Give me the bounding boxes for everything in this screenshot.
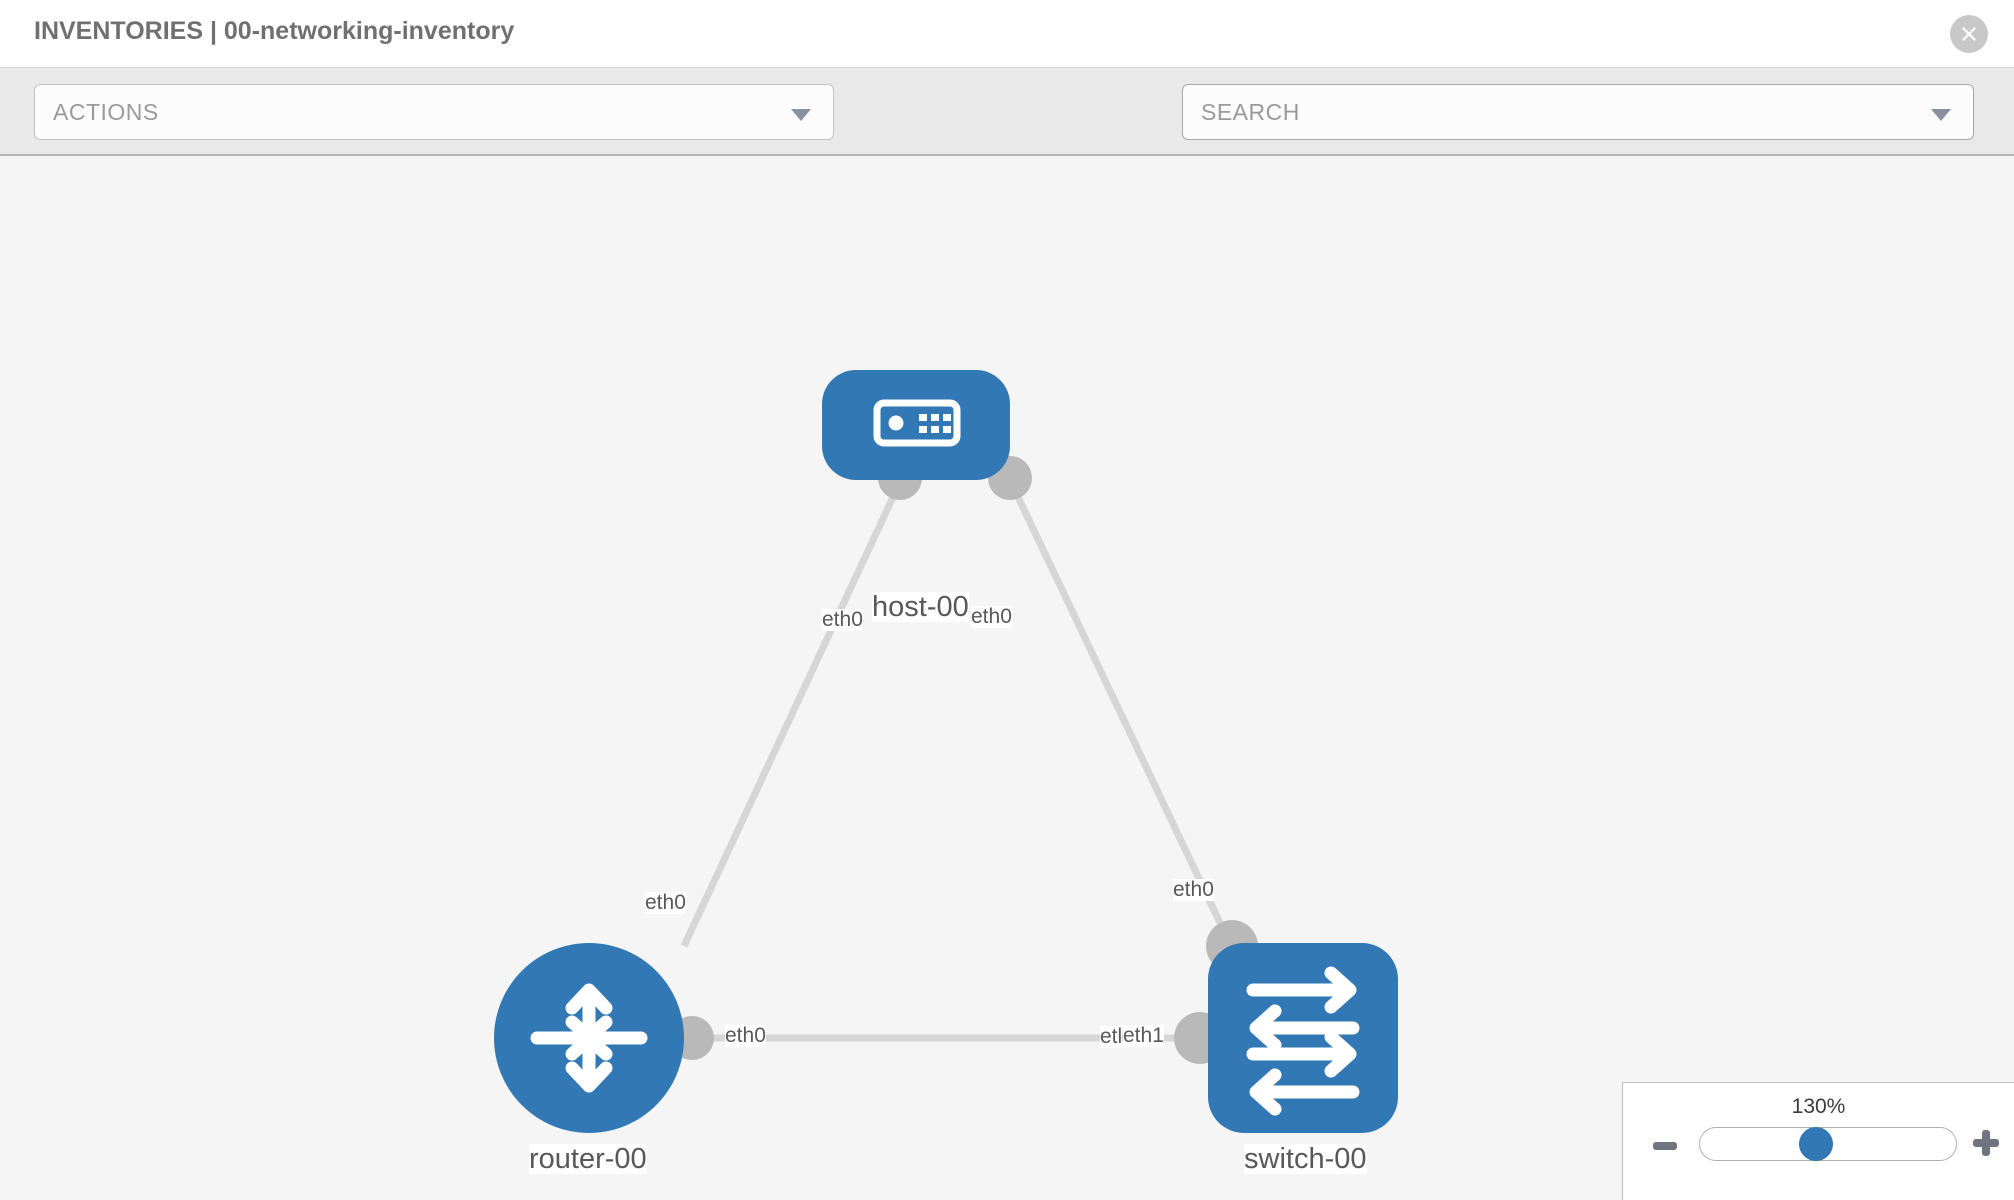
- edge-label-router-uplink-eth0: eth0: [645, 891, 686, 915]
- topology-edges: [680, 478, 1235, 1042]
- window-header: INVENTORIES | 00-networking-inventory: [0, 0, 2014, 68]
- page-title: INVENTORIES | 00-networking-inventory: [34, 17, 515, 45]
- actions-dropdown[interactable]: ACTIONS: [34, 84, 834, 140]
- edge-host-router: [680, 478, 905, 948]
- zoom-slider-thumb[interactable]: [1799, 1127, 1833, 1161]
- node-router-00: [494, 943, 684, 1133]
- node-label-router-00[interactable]: router-00: [529, 1143, 647, 1175]
- node-label-switch-00[interactable]: switch-00: [1244, 1143, 1367, 1175]
- switch-arrows-icon: [1246, 966, 1360, 1116]
- plus-icon[interactable]: [1973, 1130, 1999, 1156]
- edge-label-switch-uplink-eth0: eth0: [1173, 878, 1214, 902]
- node-host-00: [822, 370, 1010, 480]
- chevron-down-icon: [1931, 109, 1951, 121]
- minus-icon[interactable]: [1653, 1142, 1677, 1150]
- close-icon[interactable]: [1950, 15, 1988, 53]
- node-switch-00: [1208, 943, 1398, 1133]
- edge-label-router-eth0: eth0: [725, 1024, 766, 1048]
- topology-toolbar: ACTIONS SEARCH: [0, 68, 2014, 200]
- zoom-control-panel: 130%: [1622, 1082, 2014, 1200]
- zoom-percent-label: 130%: [1791, 1095, 1846, 1118]
- topology-graph: [494, 370, 1398, 1133]
- topology-connectors: [670, 456, 1258, 1064]
- edge-label-switch-eth1: eth1: [1123, 1024, 1164, 1048]
- edge-label-switch-eth-partial: etl: [1100, 1025, 1123, 1049]
- edge-label-host-eth0-right: eth0: [971, 605, 1012, 629]
- actions-dropdown-label: ACTIONS: [53, 99, 159, 125]
- router-arrows-icon: [530, 983, 648, 1093]
- chevron-down-icon: [791, 109, 811, 121]
- edge-host-switch: [1006, 478, 1235, 948]
- server-icon: [873, 399, 961, 447]
- topology-canvas[interactable]: eth0 eth0 eth0 eth0 eth0 etl eth1 host-0…: [0, 156, 2014, 1200]
- search-input[interactable]: SEARCH: [1182, 84, 1974, 140]
- edge-label-host-eth0-left: eth0: [822, 608, 863, 632]
- node-label-host-00[interactable]: host-00: [872, 591, 969, 623]
- search-placeholder-label: SEARCH: [1201, 99, 1300, 125]
